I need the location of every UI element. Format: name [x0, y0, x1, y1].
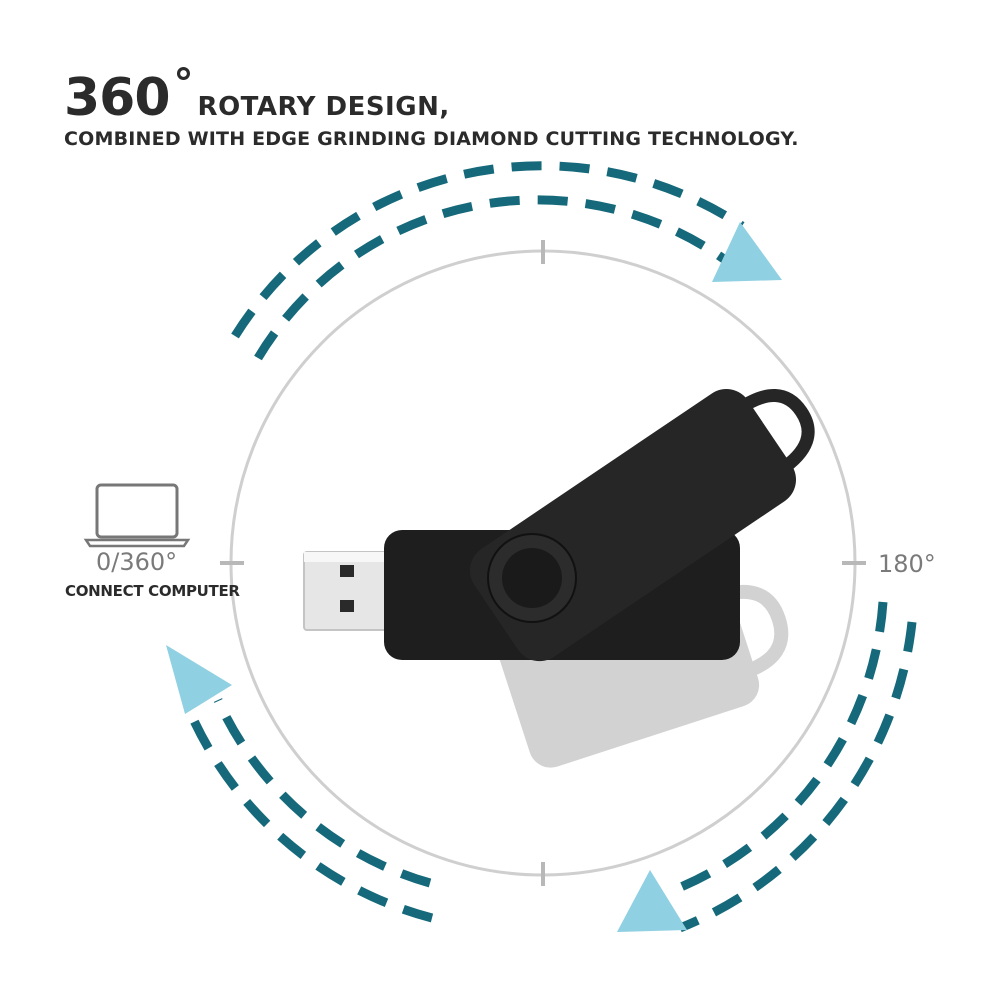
headline-degree: ° [173, 61, 194, 107]
arrow-head-top [712, 222, 782, 282]
arrow-arc-top-outer [231, 161, 745, 339]
rotation-arrow-icon [231, 161, 745, 361]
circle-ticks [220, 240, 866, 886]
arrow-arc-left-inner [213, 698, 432, 888]
laptop-icon [83, 483, 191, 548]
arrow-head-left [166, 645, 232, 714]
arrow-arc-right-outer [678, 621, 917, 933]
headline: 360°ROTARY DESIGN, [64, 61, 450, 128]
headline-number: 360 [64, 68, 171, 128]
arrow-arc-right-inner [664, 601, 888, 898]
arrow-arc-top-inner [254, 195, 731, 361]
rotation-arrow-icon [664, 601, 917, 933]
connect-computer-label: CONNECT COMPUTER [65, 582, 240, 600]
usb-pivot-inner [502, 548, 562, 608]
angle-label-left: 0/360° [96, 548, 178, 576]
arrow-head-right [617, 870, 687, 932]
subheadline: COMBINED WITH EDGE GRINDING DIAMOND CUTT… [64, 128, 799, 150]
headline-text: ROTARY DESIGN, [197, 92, 450, 122]
usb-connector [303, 551, 397, 631]
arrow-arc-left-outer [185, 710, 434, 923]
angle-label-right: 180° [878, 550, 936, 578]
rotation-arrow-icon [185, 698, 434, 923]
